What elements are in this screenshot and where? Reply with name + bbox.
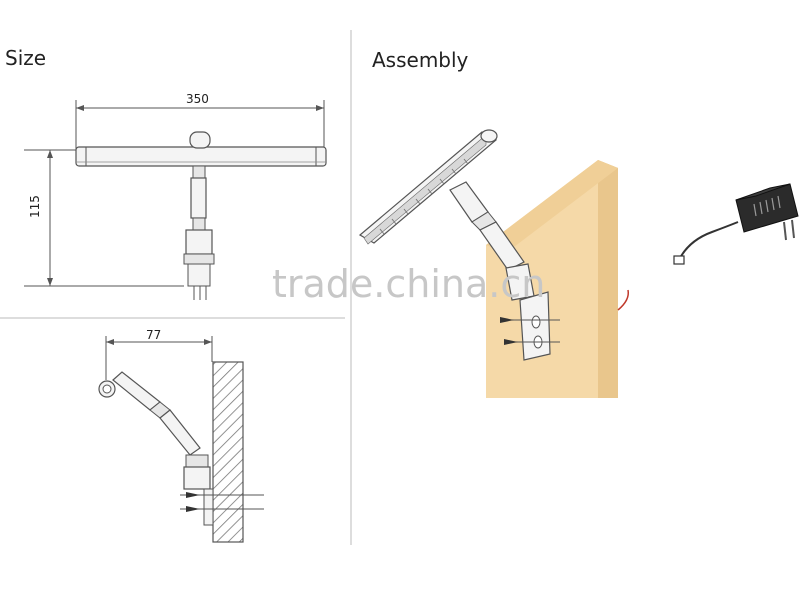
assembly-heading: Assembly [372, 48, 469, 72]
watermark-text: trade.china.cn [272, 262, 546, 306]
dimension-width-label: 350 [186, 92, 209, 106]
dimension-depth-label: 77 [146, 328, 162, 342]
size-heading: Size [5, 46, 47, 70]
